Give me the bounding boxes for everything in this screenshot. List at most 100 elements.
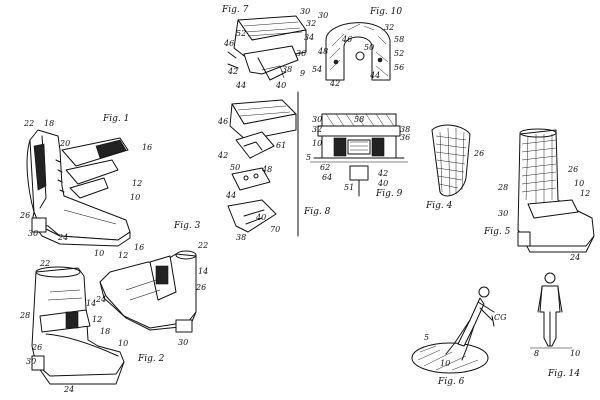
ref-36: 36 [296,49,306,58]
ref-30: 30 [300,7,310,16]
ref-44: 44 [369,71,380,80]
fig-9-section-drawing: Fig. 9 30 32 58 38 36 10 5 62 64 51 42 4… [306,113,410,199]
fig-2-caption: Fig. 2 [137,354,165,364]
ref-20: 20 [59,139,70,148]
ref-46: 46 [341,35,352,44]
ref-16: 16 [134,243,144,252]
ref-16: 16 [142,143,152,152]
ref-12: 12 [118,251,128,260]
fig-6-leaning-figure-drawing: Fig. 6 5 CG 10 [411,286,507,387]
ref-46: 46 [217,117,228,126]
fig-7-sole-drawing: Fig. 7 30 32 34 52 46 42 36 44 40 38 9 [221,5,316,90]
ref-5: 5 [424,333,429,342]
fig-1-caption: Fig. 1 [102,114,129,124]
ref-10: 10 [312,139,322,148]
ref-36: 36 [400,133,410,142]
ref-30: 30 [318,11,328,20]
fig-3-caption: Fig. 3 [173,221,201,231]
fig-10-caption: Fig. 10 [369,7,402,17]
ref-70: 70 [270,225,280,234]
ref-28: 28 [19,311,30,320]
ref-42: 42 [329,79,340,88]
ref-12: 12 [580,189,590,198]
ref-18: 18 [44,119,54,128]
ref-14: 14 [198,267,208,276]
ref-48: 48 [261,165,272,174]
fig-4-caption: Fig. 4 [425,201,453,211]
ref-40: 40 [377,179,388,188]
ref-32: 32 [384,23,394,32]
ref-38: 38 [236,233,246,242]
fig-8-sole-drawing: Fig. 8 46 61 42 48 50 44 40 38 70 [217,91,331,242]
ref-18: 18 [100,327,110,336]
fig-1-boot-drawing: Fig. 1 22 18 20 16 12 10 26 24 30 [19,114,152,247]
ref-14: 14 [86,299,96,308]
ref-CG: CG [494,313,507,322]
ref-28: 28 [497,183,508,192]
ref-10: 10 [118,339,128,348]
ref-62: 62 [320,163,330,172]
ref-50: 50 [230,163,240,172]
fig-14-standing-figure-drawing: Fig. 14 8 10 [530,272,580,379]
ref-56: 56 [394,63,404,72]
ref-26: 26 [567,165,578,174]
ref-51: 51 [344,183,354,192]
ref-24: 24 [63,385,74,394]
ref-38: 38 [400,125,410,134]
ref-22: 22 [23,119,34,128]
ref-64: 64 [322,173,332,182]
ref-10: 10 [570,349,580,358]
ref-10: 10 [574,179,584,188]
fig-14-caption: Fig. 14 [547,369,580,379]
ref-58: 58 [394,35,404,44]
ref-12: 12 [132,179,142,188]
fig-5-caption: Fig. 5 [483,227,511,237]
ref-58: 58 [354,115,364,124]
ref-26: 26 [473,149,484,158]
ref-24: 24 [95,295,106,304]
ref-44: 44 [235,81,246,90]
ref-5: 5 [306,153,311,162]
ref-30: 30 [178,338,188,347]
fig-5-boot-drawing: Fig. 5 26 28 12 10 30 24 [483,128,595,262]
fig-7-caption: Fig. 7 [221,5,249,15]
fig-8-caption: Fig. 8 [303,207,331,217]
fig-9-caption: Fig. 9 [375,189,403,199]
ref-30: 30 [28,229,38,238]
ref-10: 10 [94,249,104,258]
fig-3-boot-drawing: Fig. 3 10 12 16 22 14 26 24 30 [94,221,208,347]
fig-2-boot-drawing: Fig. 2 22 28 14 12 18 10 30 24 26 [19,259,165,394]
ref-61: 61 [276,141,286,150]
ref-22: 22 [39,259,50,268]
ref-24: 24 [569,253,580,262]
ref-38: 38 [282,65,292,74]
ref-24: 24 [57,233,68,242]
fig-6-caption: Fig. 6 [437,377,465,387]
ref-30: 30 [312,115,322,124]
ref-22: 22 [197,241,208,250]
ref-26: 26 [195,283,206,292]
ref-26: 26 [31,343,42,352]
ref-34: 34 [304,33,314,42]
ref-26: 26 [19,211,30,220]
ref-9: 9 [300,69,305,78]
ref-32: 32 [312,125,322,134]
ref-42: 42 [217,151,228,160]
ref-30: 30 [498,209,508,218]
ref-42: 42 [377,169,388,178]
ref-52: 52 [394,49,404,58]
ref-8: 8 [534,349,539,358]
ref-10: 10 [440,359,450,368]
ref-46: 46 [223,39,234,48]
ref-32: 32 [306,19,316,28]
ref-40: 40 [275,81,286,90]
ref-40: 40 [255,213,266,222]
ref-30: 30 [26,357,36,366]
ref-50: 50 [364,43,374,52]
ref-10: 10 [130,193,140,202]
ref-44: 44 [225,191,236,200]
ref-12: 12 [92,315,102,324]
ref-42: 42 [227,67,238,76]
ref-48: 48 [317,47,328,56]
